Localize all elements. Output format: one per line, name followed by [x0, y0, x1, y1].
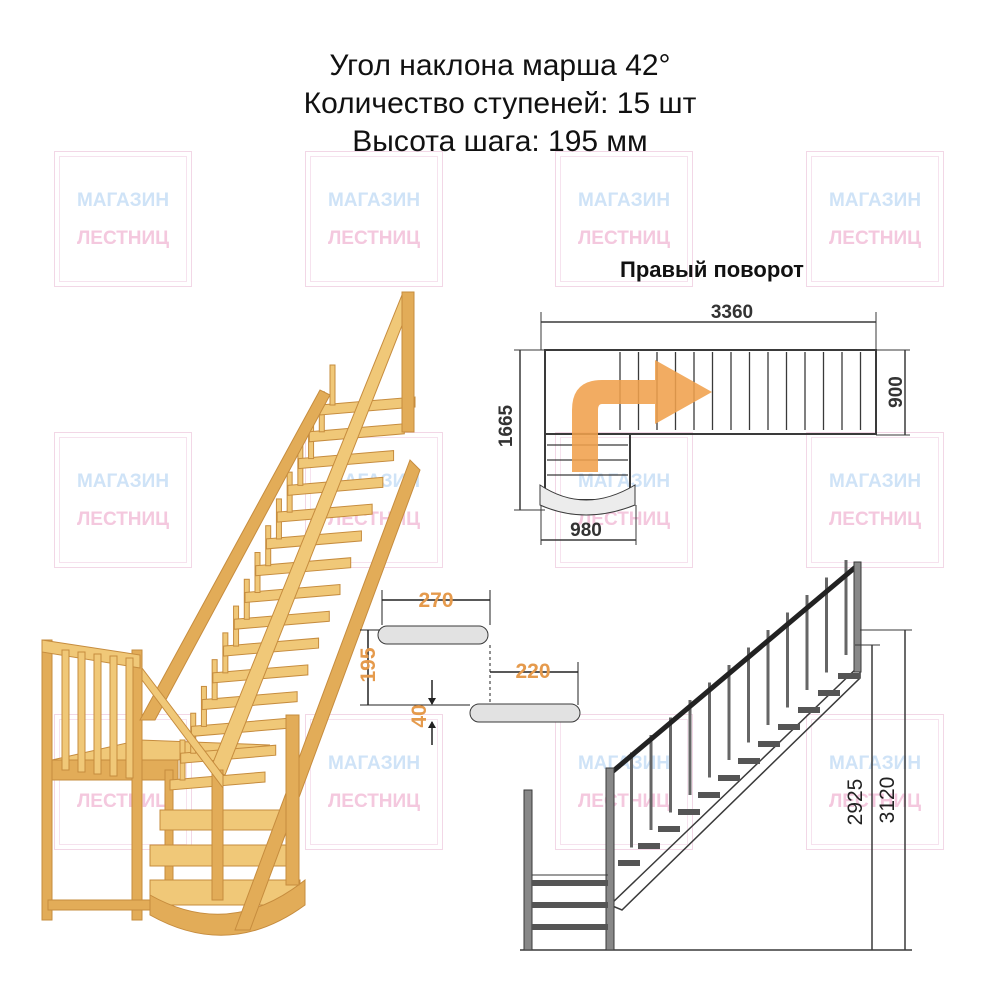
march-outline: [544, 349, 877, 435]
side-height-total-label: 3120: [876, 777, 899, 824]
header-angle: Угол наклона марша 42°: [329, 49, 671, 82]
turn-handrail: [141, 666, 224, 790]
plan-landing-width-label: 980: [570, 520, 602, 541]
side-tread: [798, 707, 820, 713]
mid-newel-post: [211, 769, 224, 901]
side-lower-step: [532, 902, 608, 908]
plan-total-length-label: 3360: [711, 302, 753, 323]
plan-march-width-label: 900: [886, 376, 907, 408]
header-step-count: Количество ступеней: 15 шт: [303, 87, 697, 120]
side-top-post: [853, 561, 862, 673]
landing-baluster: [93, 653, 102, 775]
side-lower-step: [532, 880, 608, 886]
right-stringer: [234, 459, 421, 931]
landing-baluster: [109, 655, 118, 777]
top-newel-post: [401, 291, 415, 433]
landing-baluster: [61, 649, 70, 771]
side-handrail: [610, 563, 860, 774]
step-detail-drawing: [360, 590, 581, 745]
side-tread: [638, 843, 660, 849]
landing-handrail: [41, 639, 141, 669]
side-tread: [678, 809, 700, 815]
bottom-step-plan: [539, 484, 636, 516]
landing-post: [41, 639, 53, 921]
tread-overlap-label: 220: [515, 660, 550, 683]
bottom-step-curve: [149, 878, 306, 936]
side-tread: [758, 741, 780, 747]
side-tread: [818, 690, 840, 696]
tread-depth-label: 270: [418, 589, 453, 612]
left-stringer: [139, 389, 331, 721]
side-stringer: [608, 663, 861, 911]
side-view-drawing: [520, 560, 912, 951]
landing-baluster: [125, 657, 134, 779]
side-tread: [718, 775, 740, 781]
main-baluster: [329, 364, 336, 406]
side-tread: [698, 792, 720, 798]
side-tread: [838, 673, 860, 679]
plan-view-drawing: [514, 312, 910, 545]
direction-arrow: [572, 360, 712, 472]
side-lower-step: [532, 924, 608, 930]
dim-arrow: [428, 721, 436, 728]
side-landing-post: [523, 789, 533, 951]
header-step-height: Высота шага: 195 мм: [352, 125, 648, 158]
upper-tread: [377, 625, 489, 645]
tread-thickness-label: 40: [408, 704, 431, 727]
side-tread: [618, 860, 640, 866]
side-tread: [658, 826, 680, 832]
bottom-newel-post: [285, 714, 300, 886]
plan-total-width-label: 1665: [496, 404, 517, 447]
landing-post: [131, 649, 143, 921]
side-newel-post: [605, 767, 615, 951]
side-tread: [738, 758, 760, 764]
plan-view-title: Правый поворот: [620, 257, 804, 282]
side-height-top-label: 2925: [844, 779, 867, 826]
dim-arrow: [428, 698, 436, 705]
landing-baluster: [77, 651, 86, 773]
side-tread: [778, 724, 800, 730]
riser-height-label: 195: [357, 647, 380, 682]
wooden-staircase-3d: [41, 291, 421, 936]
lower-tread: [469, 703, 581, 723]
